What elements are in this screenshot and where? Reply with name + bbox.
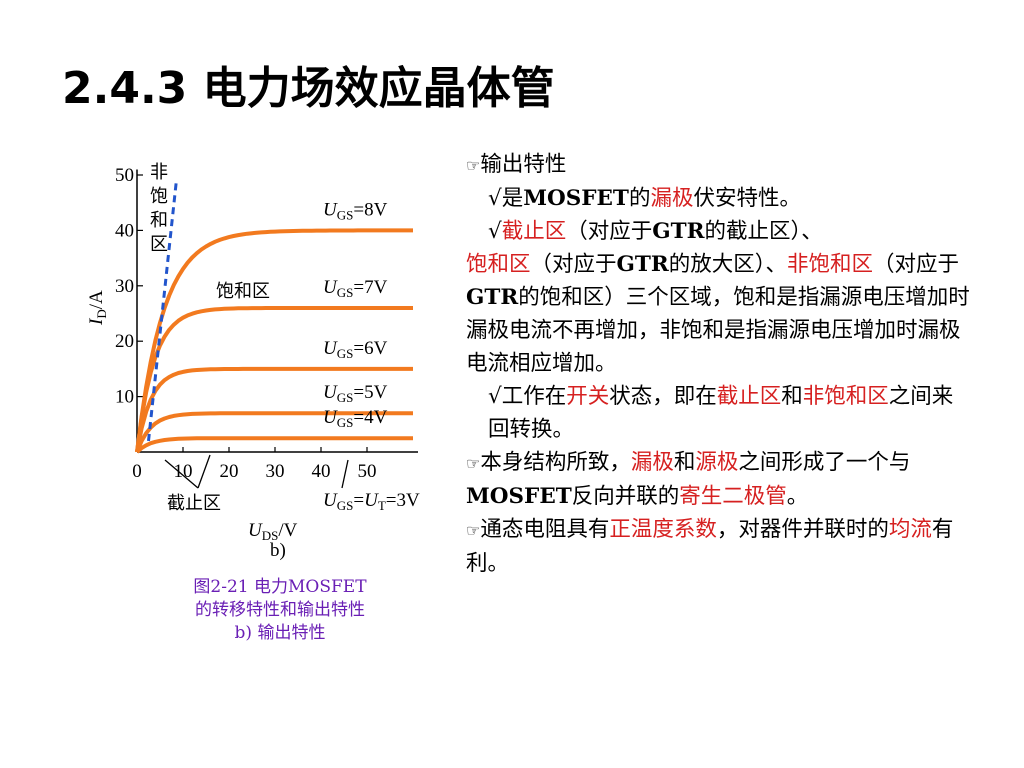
paragraph-2: √截止区（对应于GTR的截止区）、 (488, 219, 823, 244)
paragraph-4: ☞本身结构所致，漏极和源极之间形成了一个与MOSFET反向并联的寄生二极管。 (466, 450, 911, 509)
curve-1 (135, 306, 413, 453)
panel-label: b) (270, 540, 286, 561)
hand-pointing-icon: ☞ (466, 521, 481, 540)
x-tick-label: 10 (174, 461, 193, 482)
x-tick-label: 20 (220, 461, 239, 482)
x-axis-label: UDS/V (248, 520, 298, 543)
y-tick-label: 10 (115, 387, 134, 408)
caption-line-1: 图2-21 电力MOSFET (193, 577, 367, 597)
hand-pointing-icon: ☞ (466, 454, 481, 473)
series-label: UGS=8V (323, 199, 388, 222)
slide-body-text: ☞输出特性 √是MOSFET的漏极伏安特性。 √截止区（对应于GTR的截止区）、… (466, 148, 971, 580)
curve-2 (135, 366, 413, 453)
x-tick-label: 0 (132, 461, 142, 482)
paragraph-5: ☞通态电阻具有正温度系数，对器件并联时的均流有利。 (466, 517, 954, 576)
curve-0 (135, 228, 413, 453)
nonsaturation-region-label: 饱 (150, 186, 168, 207)
threshold-pointer (341, 459, 349, 489)
x-tick-label: 40 (312, 461, 331, 482)
x-tick-label: 30 (266, 461, 285, 482)
check-mark: √ (488, 219, 502, 244)
paragraph-2-cont: 饱和区（对应于GTR的放大区）、非饱和区（对应于GTR的饱和区）三个区域，饱和是… (466, 252, 970, 376)
caption-line-2: 的转移特性和输出特性 (195, 600, 365, 620)
y-tick-label: 30 (115, 276, 134, 297)
y-tick-label: 50 (115, 165, 134, 186)
nonsaturation-region-label: 区 (150, 234, 168, 255)
saturation-region-label: 饱和区 (216, 281, 270, 302)
series-label: UGS=7V (323, 277, 388, 300)
hand-pointing-icon: ☞ (466, 156, 481, 175)
nonsaturation-region-label: 和 (150, 210, 168, 231)
caption-line-3: b) 输出特性 (234, 623, 326, 643)
y-tick-label: 20 (115, 331, 134, 352)
series-label: UGS=5V (323, 382, 388, 405)
threshold-label: UGS=UT=3V (323, 490, 420, 513)
heading-output-characteristic: ☞输出特性 (466, 152, 567, 177)
figure-caption: 图2-21 电力MOSFET 的转移特性和输出特性 b) 输出特性 (150, 576, 410, 645)
curve-3 (135, 411, 413, 453)
check-mark: √ (488, 384, 502, 409)
series-label: UGS=6V (323, 338, 388, 361)
nonsaturation-region-label: 非 (150, 162, 168, 183)
paragraph-1: √是MOSFET的漏极伏安特性。 (488, 186, 801, 211)
curve-4 (135, 436, 413, 454)
cutoff-pointer (197, 454, 211, 489)
check-mark: √ (488, 186, 502, 211)
series-label: UGS=4V (323, 407, 388, 430)
y-axis-label: ID/A (86, 290, 109, 326)
cutoff-region-label: 截止区 (167, 493, 221, 514)
cutoff-pointer (164, 459, 199, 489)
paragraph-3: √工作在开关状态，即在截止区和非饱和区之间来回转换。 (488, 384, 954, 442)
x-tick-label: 50 (358, 461, 377, 482)
y-tick-label: 40 (115, 220, 134, 241)
page-title: 2.4.3 电力场效应晶体管 (62, 63, 555, 114)
